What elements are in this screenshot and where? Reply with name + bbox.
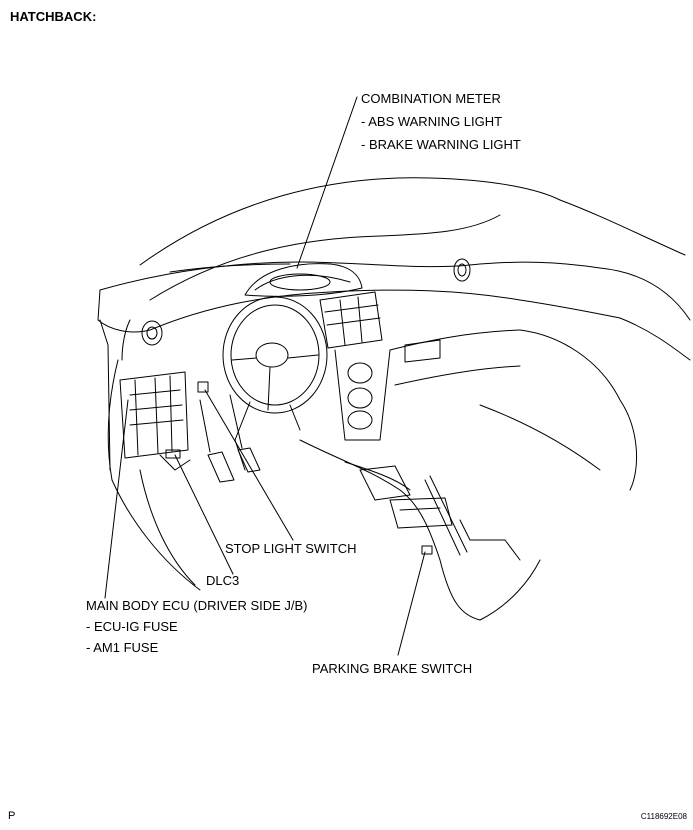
ecu-ig-fuse-label: - ECU-IG FUSE: [86, 619, 178, 634]
page-mark: P: [8, 810, 16, 822]
leader-lines: [104, 96, 426, 656]
center-stack: [319, 291, 391, 441]
brake-warning-light-label: - BRAKE WARNING LIGHT: [361, 137, 521, 152]
leader-stop-light-switch: [204, 389, 294, 541]
leader-combination-meter: [296, 96, 358, 269]
floor-console: [299, 439, 541, 621]
pedals: [199, 394, 261, 483]
main-body-ecu-label: MAIN BODY ECU (DRIVER SIDE J/B): [86, 598, 308, 613]
abs-warning-light-label: - ABS WARNING LIGHT: [361, 114, 503, 129]
door-edge: [99, 319, 131, 471]
glove-box: [389, 329, 638, 491]
combination-meter-label: COMBINATION METER: [361, 91, 501, 106]
left-vent: [141, 320, 163, 346]
windshield-outline: [139, 177, 686, 301]
am1-fuse-label: - AM1 FUSE: [86, 640, 159, 655]
main-body-ecu-callout: MAIN BODY ECU (DRIVER SIDE J/B) - ECU-IG…: [86, 598, 308, 655]
combination-meter-shape: [244, 263, 363, 297]
dlc3-label: DLC3: [206, 573, 240, 588]
right-vent: [453, 258, 471, 282]
junction-block-area: [107, 359, 209, 591]
leader-main-body-ecu: [104, 399, 129, 599]
dashboard-top: [97, 261, 691, 361]
page-heading: HATCHBACK:: [10, 9, 97, 24]
combination-meter-callout: COMBINATION METER - ABS WARNING LIGHT - …: [361, 91, 521, 152]
parking-brake-switch-label: PARKING BRAKE SWITCH: [312, 661, 473, 676]
steering-wheel: [222, 296, 328, 471]
figure-id: C118692E08: [640, 812, 687, 821]
parking-brake-switch-shape: [421, 545, 433, 555]
stop-light-switch-label: STOP LIGHT SWITCH: [225, 541, 357, 556]
leader-parking-brake-switch: [397, 551, 426, 656]
leader-dlc3: [174, 454, 234, 575]
